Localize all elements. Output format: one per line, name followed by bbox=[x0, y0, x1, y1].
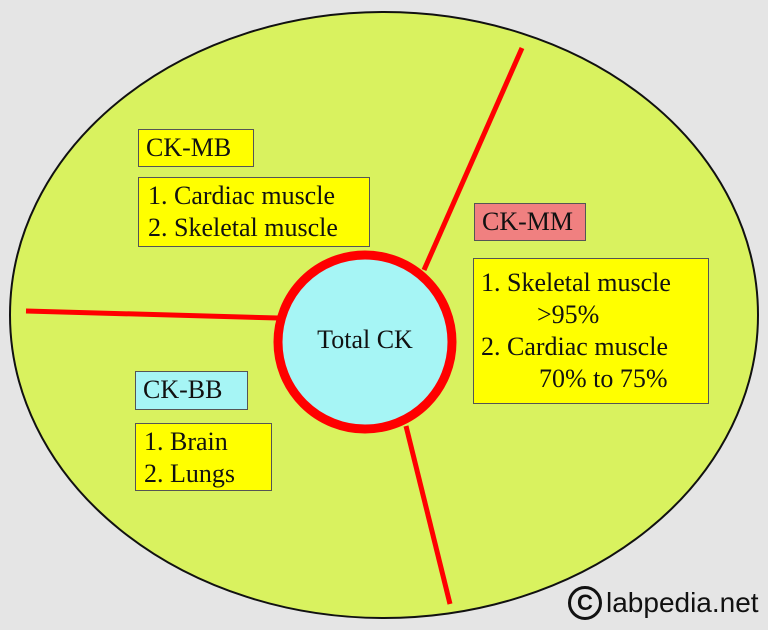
total-ck-label: Total CK bbox=[317, 325, 413, 354]
ck-mm-item-2-value: 70% to 75% bbox=[539, 364, 668, 393]
ck-mm-list: 1. Skeletal muscle >95% 2. Cardiac muscl… bbox=[473, 258, 709, 404]
ck-mm-title: CK-MM bbox=[474, 203, 586, 241]
watermark: C labpedia.net bbox=[568, 586, 759, 620]
ck-mb-title: CK-MB bbox=[138, 129, 254, 167]
ck-bb-item-2: 2. Lungs bbox=[144, 459, 235, 488]
ck-mm-item-1: 1. Skeletal muscle bbox=[481, 268, 671, 297]
ck-bb-list: 1. Brain 2. Lungs bbox=[135, 423, 272, 491]
copyright-icon: C bbox=[568, 586, 602, 620]
ck-mb-item-2: 2. Skeletal muscle bbox=[148, 213, 338, 242]
ck-mm-item-2: 2. Cardiac muscle bbox=[481, 332, 668, 361]
ck-mm-title-text: CK-MM bbox=[482, 207, 574, 236]
divider-left bbox=[25, 308, 279, 321]
ck-mm-item-1-value: >95% bbox=[537, 300, 600, 329]
ck-mb-list: 1. Cardiac muscle 2. Skeletal muscle bbox=[138, 177, 370, 247]
divider-top-right bbox=[421, 46, 525, 272]
center-circle bbox=[273, 250, 457, 434]
ck-mb-item-1: 1. Cardiac muscle bbox=[148, 181, 335, 210]
ck-bb-item-1: 1. Brain bbox=[144, 427, 228, 456]
ck-bb-title-text: CK-BB bbox=[143, 375, 223, 404]
ck-bb-title: CK-BB bbox=[135, 371, 248, 410]
watermark-text: labpedia.net bbox=[606, 587, 759, 618]
divider-bottom bbox=[403, 425, 453, 605]
ck-mb-title-text: CK-MB bbox=[146, 133, 232, 162]
